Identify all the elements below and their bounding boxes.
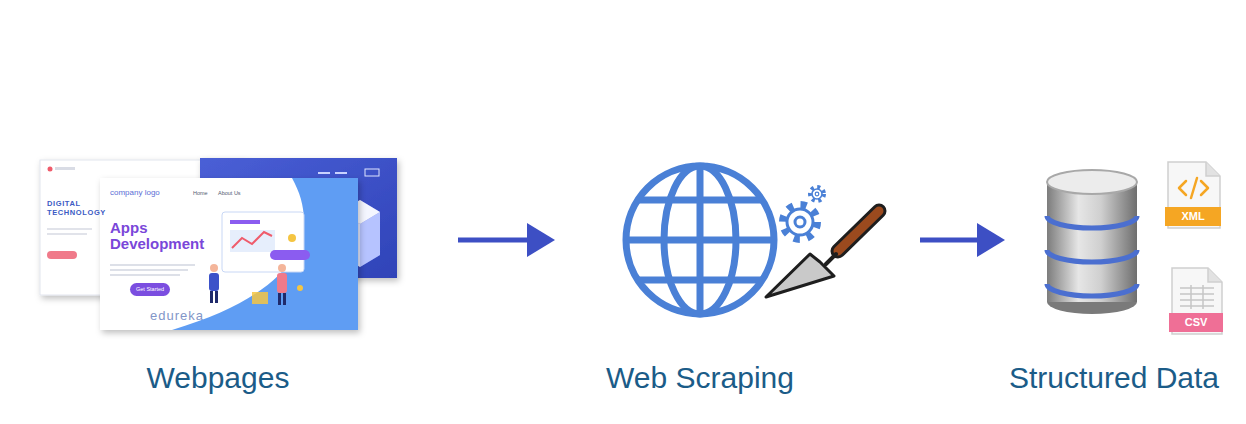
illustration-text: Get Started — [130, 283, 170, 296]
page-button — [47, 251, 77, 259]
database-icon — [1047, 170, 1137, 314]
logo-dot — [48, 167, 53, 172]
arrow-head — [977, 223, 1005, 257]
stage-title: Webpages — [147, 360, 290, 396]
text-line — [110, 269, 188, 271]
stage-node: Webpages — [38, 150, 458, 402]
illustration-text: CSV — [1169, 313, 1223, 332]
illustration-text: XML — [1165, 207, 1221, 226]
stage-title: Structured Data — [1009, 360, 1219, 396]
arrow-head — [527, 223, 555, 257]
illustration-text: edureka — [150, 308, 204, 324]
illustration-text: Home — [193, 190, 208, 197]
xml-file-icon — [1165, 162, 1221, 228]
nav-bar — [55, 167, 75, 170]
illustration-text: Apps Development — [110, 220, 222, 252]
illustration-text: DIGITAL TECHNOLOGY — [47, 200, 105, 217]
illustration-text: company logo — [110, 188, 160, 198]
people-drawing — [209, 212, 310, 305]
nav-bar — [318, 172, 330, 174]
flow-arrow — [920, 223, 1005, 257]
text-line — [47, 228, 92, 230]
stage-title: Web Scraping — [606, 360, 794, 396]
arrow-shaft — [920, 238, 979, 243]
stage-node: Structured Data — [1005, 150, 1242, 402]
csv-file-icon — [1169, 268, 1223, 334]
blue-page — [200, 158, 397, 278]
nav-bar — [335, 172, 347, 174]
spatula-icon — [766, 211, 879, 297]
illustration-text: About Us — [218, 190, 241, 197]
flow-arrow — [458, 223, 555, 257]
text-line — [47, 233, 87, 235]
stage-node: Web Scraping — [555, 150, 920, 402]
front-page — [100, 178, 358, 330]
gear-icon — [783, 187, 824, 239]
arrow-shaft — [458, 238, 529, 243]
globe-icon — [626, 166, 774, 314]
text-line — [110, 264, 195, 266]
text-line — [110, 274, 180, 276]
nav-button — [365, 169, 379, 176]
page-curve — [172, 178, 358, 330]
